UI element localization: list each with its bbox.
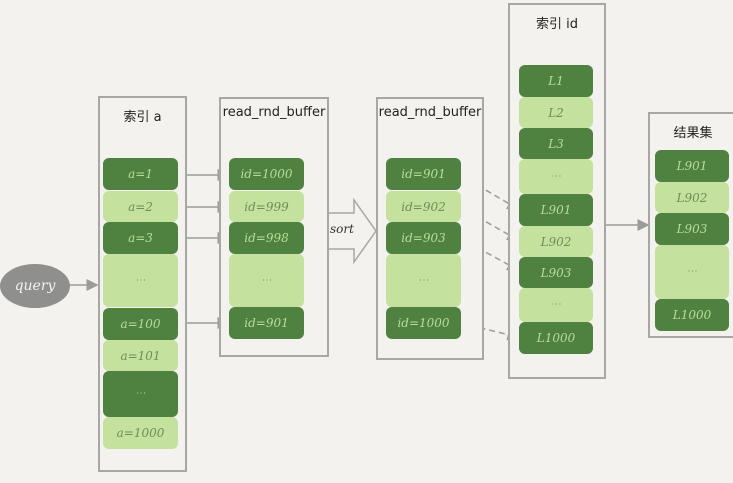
- cell-l901: L901: [519, 194, 593, 226]
- cell-id-902: id=902: [386, 191, 461, 222]
- cell-label: ⋮: [550, 299, 562, 311]
- cell-label: ⋮: [686, 266, 698, 278]
- cell-a-2: a=2: [103, 191, 178, 222]
- cell-id-901: id=901: [229, 307, 304, 339]
- cell-label: id=1000: [397, 316, 450, 330]
- cell-a-101: a=101: [103, 340, 178, 371]
- cell-label: id=901: [401, 167, 446, 181]
- cell-label: L901: [676, 159, 708, 173]
- cell-id-1000: id=1000: [386, 307, 461, 339]
- cell-label: L1: [548, 74, 564, 88]
- cell-l901: L901: [655, 150, 729, 182]
- cell-label: a=101: [120, 348, 161, 363]
- cell-label: id=902: [401, 199, 446, 214]
- cell-l1000: L1000: [655, 299, 729, 331]
- cell-label: L3: [548, 136, 564, 151]
- cell-label: a=1: [128, 167, 153, 181]
- ellipsis-cell: ⋮: [386, 254, 461, 307]
- cell-l902: L902: [655, 182, 729, 213]
- cell-label: ⋮: [261, 274, 272, 287]
- ellipsis-cell: ⋮: [655, 245, 729, 299]
- cell-label: L902: [540, 234, 572, 249]
- panel-title: 索引 a: [123, 110, 162, 125]
- cell-label: L902: [676, 190, 708, 205]
- cell-label: a=3: [128, 231, 153, 245]
- cell-l902: L902: [519, 226, 593, 257]
- cell-label: L1000: [536, 331, 576, 345]
- cell-id-998: id=998: [229, 222, 304, 254]
- panel-title: read_rnd_buffer: [378, 105, 482, 120]
- cell-l1000: L1000: [519, 322, 593, 354]
- cell-label: ⋮: [550, 170, 562, 183]
- ellipsis-cell: ⋮: [103, 254, 178, 307]
- cell-l903: L903: [519, 257, 593, 288]
- cell-id-1000: id=1000: [229, 158, 304, 190]
- cell-l1: L1: [519, 65, 593, 97]
- cell-label: ⋮: [135, 388, 146, 400]
- panel-title: 结果集: [673, 126, 713, 141]
- cell-label: id=999: [244, 199, 289, 214]
- cell-a-1: a=1: [103, 158, 178, 190]
- cell-label: a=2: [128, 199, 153, 214]
- cell-a-3: a=3: [103, 222, 178, 254]
- cell-id-999: id=999: [229, 191, 304, 222]
- ellipsis-cell: ⋮: [103, 371, 178, 417]
- cell-id-903: id=903: [386, 222, 461, 254]
- cell-label: a=1000: [116, 426, 165, 440]
- cell-label: L903: [676, 222, 708, 236]
- cell-l2: L2: [519, 97, 593, 128]
- cell-label: L901: [540, 203, 572, 217]
- cell-l903: L903: [655, 213, 729, 245]
- cell-id-901: id=901: [386, 158, 461, 190]
- cell-label: id=998: [244, 231, 289, 245]
- ellipsis-cell: ⋮: [229, 254, 304, 307]
- cell-label: ⋮: [135, 274, 146, 287]
- ellipsis-cell: ⋮: [519, 288, 593, 322]
- query-node: query: [0, 264, 70, 308]
- sort-label: sort: [330, 222, 354, 236]
- cell-a-1000: a=1000: [103, 417, 178, 449]
- cell-label: L903: [540, 265, 572, 280]
- cell-label: id=901: [244, 316, 289, 330]
- cell-label: a=100: [120, 317, 161, 331]
- cell-label: L1000: [672, 308, 712, 322]
- cell-label: id=903: [401, 231, 446, 245]
- cell-a-100: a=100: [103, 308, 178, 340]
- ellipsis-cell: ⋮: [519, 159, 593, 194]
- panel-title: read_rnd_buffer: [222, 105, 326, 120]
- cell-label: L2: [548, 105, 564, 120]
- cell-l3: L3: [519, 128, 593, 159]
- cell-label: id=1000: [240, 167, 293, 181]
- panel-title: 索引 id: [536, 17, 578, 32]
- cell-label: ⋮: [418, 274, 429, 287]
